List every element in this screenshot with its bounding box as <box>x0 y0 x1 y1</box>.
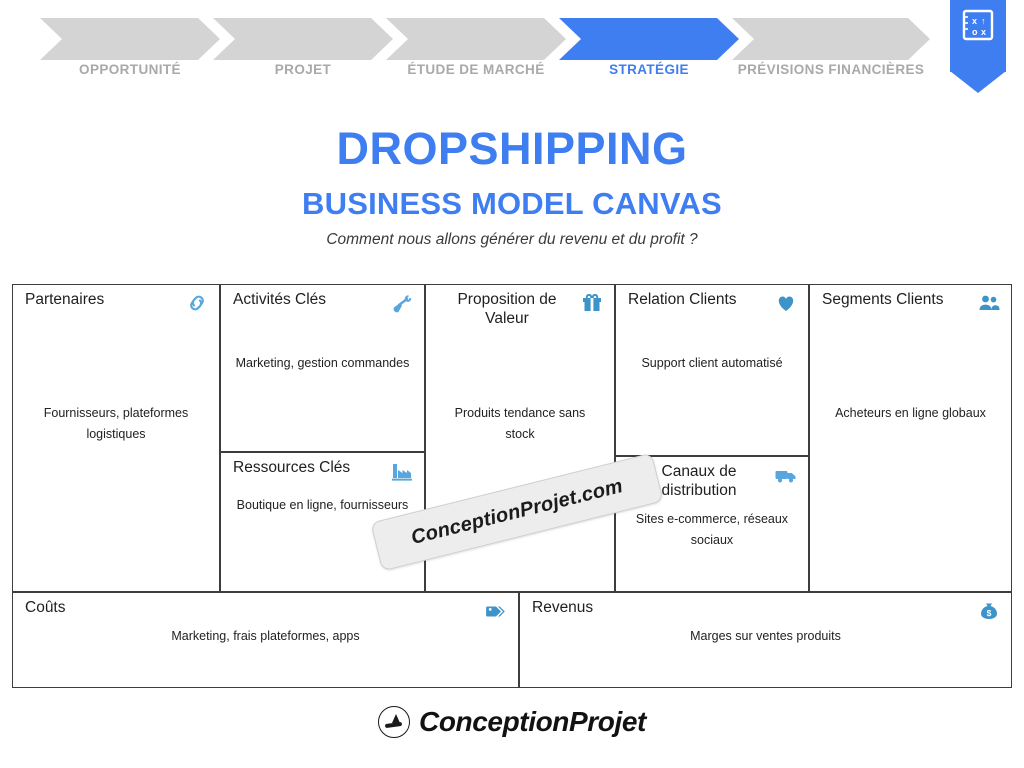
block-content: Marges sur ventes produits <box>690 629 841 643</box>
canvas-block-partenaires[interactable]: Partenaires Fournisseurs, plateformes lo… <box>12 284 220 592</box>
svg-text:↑: ↑ <box>981 16 986 26</box>
block-header: Ressources Clés <box>221 459 424 481</box>
stepper-label: OPPORTUNITÉ <box>79 62 181 77</box>
conception-projet-logo-icon <box>378 706 411 738</box>
page-tagline: Comment nous allons générer du revenu et… <box>326 230 698 248</box>
block-title: Coûts <box>25 599 66 616</box>
strategy-playbook-icon: x ↑ o x <box>962 9 994 41</box>
stepper-step-opportunite[interactable]: OPPORTUNITÉ <box>40 18 220 77</box>
block-header: Partenaires <box>13 291 219 311</box>
block-header: Activités Clés <box>221 291 424 313</box>
people-icon <box>977 292 1001 314</box>
svg-text:o: o <box>972 27 978 37</box>
canvas-block-relation-clients[interactable]: Relation Clients Support client automati… <box>615 284 809 456</box>
block-title: Revenus <box>532 599 594 616</box>
block-header: Coûts <box>13 599 518 618</box>
truck-icon <box>774 464 798 486</box>
chevron-shape <box>40 18 220 60</box>
canvas-block-canaux-de-distribution[interactable]: Canaux de distribution Sites e-commerce,… <box>615 456 809 592</box>
block-header: Proposition de Valeur <box>426 291 614 329</box>
stepper-label: ÉTUDE DE MARCHÉ <box>407 62 545 77</box>
canvas-block-activites-cles[interactable]: Activités Clés Marketing, gestion comman… <box>220 284 425 452</box>
canvas-block-revenus[interactable]: Revenus $ Marges sur ventes produits <box>519 592 1012 688</box>
stepper-step-previsions-financieres[interactable]: PRÉVISIONS FINANCIÈRES <box>732 18 930 77</box>
canvas-block-couts[interactable]: Coûts Marketing, frais plateformes, apps <box>12 592 519 688</box>
block-content: Marketing, gestion commandes <box>235 356 410 370</box>
process-stepper: OPPORTUNITÉ PROJET ÉTUDE DE MARCHÉ STRAT… <box>0 0 1024 100</box>
block-title: Canaux de distribution <box>661 463 737 499</box>
chevron-shape <box>559 18 739 60</box>
block-content: Sites e-commerce, réseaux sociaux <box>635 512 789 547</box>
canvas-block-proposition-de-valeur[interactable]: Proposition de Valeur Produits tendance … <box>425 284 615 592</box>
block-header: Relation Clients <box>616 291 808 311</box>
svg-text:$: $ <box>987 608 992 618</box>
page-title: DROPSHIPPING <box>336 123 688 174</box>
footer-brand-name: ConceptionProjet <box>419 706 646 737</box>
block-title: Relation Clients <box>628 291 737 308</box>
block-title: Partenaires <box>25 291 105 308</box>
stepper-label: STRATÉGIE <box>609 62 689 77</box>
page-subtitle: BUSINESS MODEL CANVAS <box>302 185 722 221</box>
block-header: Segments Clients <box>810 291 1011 310</box>
block-content: Marketing, frais plateformes, apps <box>171 629 360 643</box>
chevron-shape <box>386 18 566 60</box>
footer-logo: ConceptionProjet <box>0 706 1024 738</box>
canvas-block-segments-clients[interactable]: Segments Clients Acheteurs en ligne glob… <box>809 284 1012 592</box>
stepper-label: PRÉVISIONS FINANCIÈRES <box>737 62 925 77</box>
heart-icon <box>774 292 798 314</box>
gift-icon <box>580 292 604 314</box>
block-content: Produits tendance sans stock <box>454 406 586 441</box>
block-header: Canaux de distribution <box>616 463 808 501</box>
svg-text:x: x <box>981 27 986 37</box>
chevron-shape <box>213 18 393 60</box>
canvas-block-ressources-cles[interactable]: Ressources Clés Boutique en ligne, fourn… <box>220 452 425 592</box>
block-title: Ressources Clés <box>233 459 351 476</box>
block-title: Activités Clés <box>233 291 327 308</box>
block-header: Revenus $ <box>520 599 1011 619</box>
block-content: Support client automatisé <box>641 356 783 370</box>
chain-link-icon <box>185 292 209 314</box>
block-title: Segments Clients <box>822 291 944 308</box>
factory-icon <box>390 460 414 482</box>
stepper-step-projet[interactable]: PROJET <box>213 18 393 77</box>
block-title: Proposition de Valeur <box>457 291 557 327</box>
business-model-canvas: Partenaires Fournisseurs, plateformes lo… <box>12 284 1012 688</box>
shovel-icon <box>390 292 414 314</box>
stepper-step-strategie[interactable]: STRATÉGIE <box>559 18 739 77</box>
block-content: Acheteurs en ligne globaux <box>835 406 986 420</box>
block-content: Fournisseurs, plateformes logistiques <box>43 406 189 441</box>
chevron-shape <box>732 18 930 60</box>
badge-point <box>950 71 1006 93</box>
title-block: DROPSHIPPING BUSINESS MODEL CANVAS Comme… <box>0 123 1024 249</box>
money-bag-icon: $ <box>977 600 1001 622</box>
strategy-playbook-badge: x ↑ o x <box>950 0 1006 93</box>
stepper-step-etude-de-marche[interactable]: ÉTUDE DE MARCHÉ <box>386 18 566 77</box>
stepper-label: PROJET <box>274 62 332 77</box>
block-content: Boutique en ligne, fournisseurs <box>236 498 409 512</box>
svg-text:x: x <box>972 16 977 26</box>
price-tag-icon <box>484 600 508 622</box>
